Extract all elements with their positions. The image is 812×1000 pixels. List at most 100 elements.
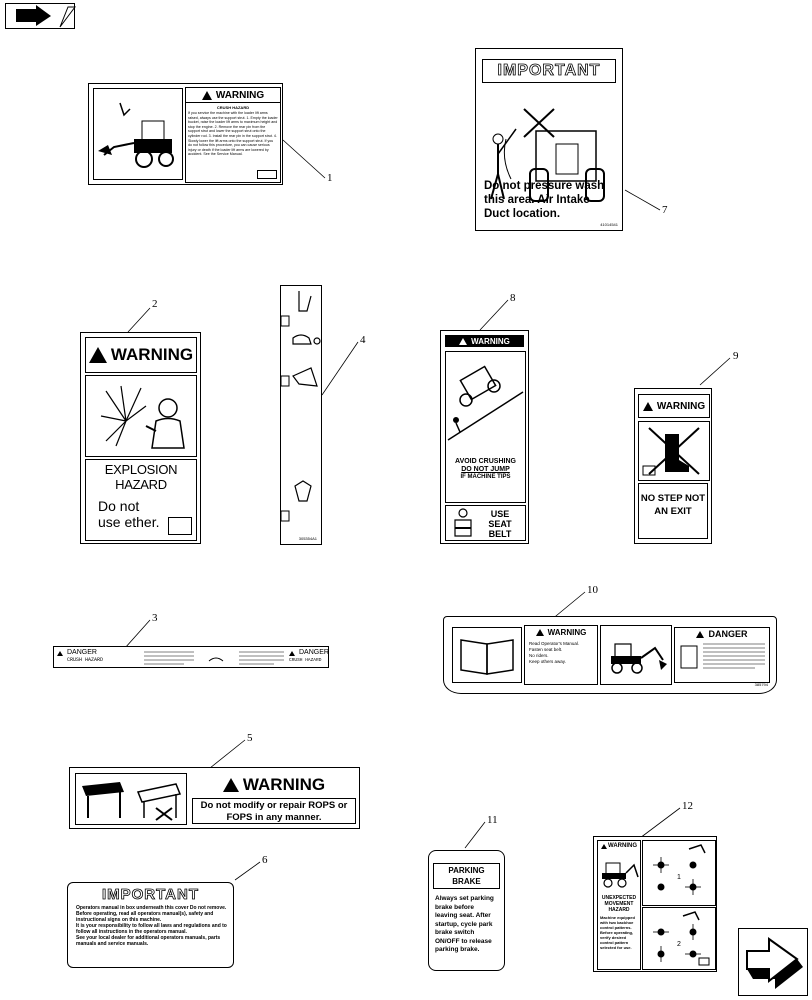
decal-1-body: If you service the machine with the load… xyxy=(188,111,278,157)
loader-machine-icon xyxy=(98,102,174,168)
decal-1-subtitle: CRUSH HAZARD xyxy=(216,105,250,110)
forward-arrow-button[interactable] xyxy=(738,928,808,996)
decal-8-seatbelt: USE SEAT BELT xyxy=(488,509,512,539)
warning-triangle-icon xyxy=(57,650,63,656)
decal-7-pressure-wash: IMPORTANT Do not pressure wash this area… xyxy=(475,48,623,231)
rops-canopy-icon xyxy=(82,782,182,821)
decal-9-header-box: WARNING xyxy=(638,394,710,418)
decal-2-text-box: EXPLOSION HAZARD Do not use ether. xyxy=(85,459,197,541)
decal-10-warn-item-1: Fasten seat belt. xyxy=(529,647,563,652)
decal-7-part-number: 41014541 xyxy=(600,222,618,227)
callout-9: 9 xyxy=(733,350,739,362)
decal-4-control-strip: 305354A1 xyxy=(280,285,322,545)
explosion-icon xyxy=(100,385,185,449)
decal-12-text: Machine equipped with two backhoe contro… xyxy=(600,915,635,950)
decal-11-title: PARKING BRAKE xyxy=(433,863,500,889)
decal-3-right-sub: CRUSH HAZARD xyxy=(289,658,322,663)
decal-7-text: Do not pressure wash this area. Air Inta… xyxy=(484,180,605,220)
decal-6-important-manual: IMPORTANT Operators manual in box undern… xyxy=(67,882,234,968)
decal-8-line1: AVOID CRUSHING xyxy=(455,458,516,465)
decal-2-hazard: EXPLOSION HAZARD xyxy=(104,462,178,492)
decal-3-right-panel: DANGER CRUSH HAZARD xyxy=(289,649,329,665)
decal-12-header: WARNING xyxy=(598,843,640,849)
decal-10-danger-header: DANGER xyxy=(675,629,769,639)
decal-7-title: IMPORTANT xyxy=(482,59,616,83)
decal-3-left-panel: DANGER CRUSH HAZARD xyxy=(57,649,137,665)
decal-2-header-box: WARNING xyxy=(85,337,197,373)
callout-12: 12 xyxy=(682,800,693,812)
decal-11-text: Always set parking brake before leaving … xyxy=(435,895,494,953)
decal-10-warn-header: WARNING xyxy=(525,628,597,637)
callout-2: 2 xyxy=(152,298,158,310)
decal-10-machine-panel xyxy=(600,625,672,685)
callout-11: 11 xyxy=(487,814,498,826)
decal-5-header: WARNING xyxy=(195,773,353,797)
decal-1-text-panel: WARNING CRUSH HAZARD If you service the … xyxy=(185,87,281,183)
svg-text:1: 1 xyxy=(677,874,681,881)
control-pattern-1-icon: 1 xyxy=(653,844,706,895)
decal-11-parking-brake: PARKING BRAKE Always set parking brake b… xyxy=(428,850,505,971)
callout-8: 8 xyxy=(510,292,516,304)
callout-3: 3 xyxy=(152,612,158,624)
forward-arrow-icon xyxy=(746,937,803,989)
decal-2-picture xyxy=(85,375,197,457)
decal-6-item-2: It is your responsibility to follow all … xyxy=(76,923,227,935)
decal-10-danger-text-lines xyxy=(680,643,765,669)
callout-10: 10 xyxy=(587,584,598,596)
callout-7: 7 xyxy=(662,204,668,216)
manual-icon xyxy=(257,170,277,179)
callout-1: 1 xyxy=(327,172,333,184)
callout-4: 4 xyxy=(360,334,366,346)
decal-12-pattern-2: 2 xyxy=(642,907,716,970)
decal-12-hazard: UNEXPECTED MOVEMENT HAZARD xyxy=(601,895,637,913)
manual-icon xyxy=(168,517,192,535)
decal-10-manual-panel xyxy=(452,627,522,683)
no-step-boot-icon xyxy=(642,427,700,476)
warning-triangle-icon xyxy=(459,337,468,345)
pressure-wash-machine-icon xyxy=(490,108,605,202)
decal-5-picture xyxy=(75,773,187,825)
decal-8-line3: IF MACHINE TIPS xyxy=(460,474,511,480)
decal-3-right-header: DANGER xyxy=(289,649,329,657)
decal-6-item-0: Operators manual in box underneath this … xyxy=(76,905,227,911)
backhoe-machine-icon xyxy=(611,643,667,674)
warning-triangle-icon xyxy=(601,843,607,849)
warning-triangle-icon xyxy=(289,650,295,656)
control-pattern-2-icon: 2 xyxy=(653,911,710,966)
svg-text:2: 2 xyxy=(677,941,681,948)
warning-triangle-icon xyxy=(535,629,544,636)
decal-12-unexpected-movement: WARNING UNEXPECTED MOVEMENT HAZARD Machi… xyxy=(593,836,717,972)
decal-2-text: Do not use ether. xyxy=(98,498,160,530)
decal-10-danger-panel: DANGER xyxy=(674,627,770,683)
decal-3-danger-strip: DANGER CRUSH HAZARD DANGER CRUSH HAZARD xyxy=(53,646,329,668)
decal-3-left-sub: CRUSH HAZARD xyxy=(67,657,104,663)
warning-triangle-icon xyxy=(222,778,239,792)
decal-10-warn-item-2: No riders. xyxy=(529,653,549,658)
warning-triangle-icon xyxy=(201,90,212,100)
decal-3-left-header: DANGER xyxy=(57,649,137,657)
decal-8-seatbelt-box: USE SEAT BELT xyxy=(445,505,526,541)
warning-triangle-icon xyxy=(696,630,705,638)
decal-2-explosion-hazard: WARNING EXPLOSION HAZARD Do not use ethe… xyxy=(80,332,201,544)
back-arrow-button[interactable] xyxy=(5,3,76,29)
decal-10-part-number: 385794 xyxy=(754,682,768,687)
decal-5-text: Do not modify or repair ROPS or FOPS in … xyxy=(192,798,356,824)
callout-6: 6 xyxy=(262,854,268,866)
decal-6-item-1: Before operating, read all operators man… xyxy=(76,911,214,923)
decal-8-avoid-crushing: WARNING AVOID CRUSHING DO NOT JUMP IF MA… xyxy=(440,330,529,544)
tipping-machine-icon xyxy=(447,365,524,441)
backhoe-small-icon xyxy=(602,862,639,888)
decal-10-warn-item-0: Read Operator's Manual. xyxy=(529,641,580,646)
decal-6-item-3: See your local dealer for additional ope… xyxy=(76,935,221,947)
decal-8-picture: AVOID CRUSHING DO NOT JUMP IF MACHINE TI… xyxy=(445,351,526,503)
back-arrow-icon xyxy=(16,5,76,28)
decal-12-left-panel: WARNING UNEXPECTED MOVEMENT HAZARD Machi… xyxy=(597,840,641,970)
decal-9-picture xyxy=(638,421,710,481)
decal-1-header: WARNING xyxy=(186,88,280,103)
decal-10-operator-strip: WARNING Read Operator's Manual. Fasten s… xyxy=(443,616,777,694)
callout-5: 5 xyxy=(247,732,253,744)
warning-triangle-icon xyxy=(642,401,653,411)
seat-belt-icon xyxy=(454,508,472,537)
decal-6-title: IMPORTANT xyxy=(101,886,200,904)
warning-triangle-icon xyxy=(88,347,107,363)
